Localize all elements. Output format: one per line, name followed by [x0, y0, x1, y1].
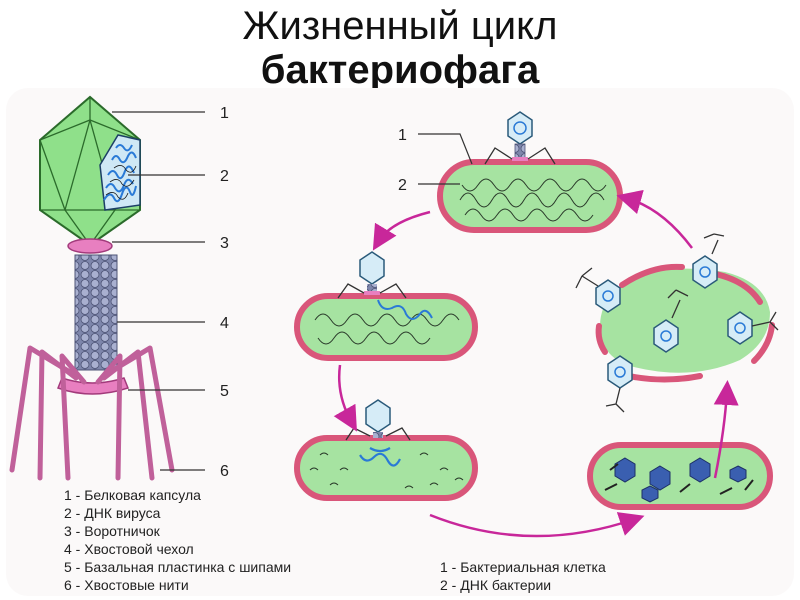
stage-injection	[294, 251, 478, 361]
legend-item: 1 - Бактериальная клетка	[440, 559, 606, 575]
viral-dna	[99, 134, 141, 211]
collar	[67, 238, 113, 254]
cycle-label: 2	[398, 177, 407, 194]
tail-sheath	[74, 254, 118, 371]
cycle-arrows	[333, 189, 739, 538]
phage-structure: 1 2 3 4 5 6	[9, 95, 229, 481]
page-subtitle: бактериофага	[260, 48, 540, 88]
cycle-label: 1	[398, 127, 407, 144]
phage-label-group: 1 2 3 4 5 6	[220, 105, 229, 480]
phage-label: 3	[220, 235, 229, 252]
phage-label: 2	[220, 168, 229, 185]
legend-item: 2 - ДНК вируса	[64, 505, 161, 521]
life-cycle: 1 2	[294, 111, 779, 538]
legend-item: 6 - Хвостовые нити	[64, 577, 189, 593]
legend-phage: 1 - Белковая капсула 2 - ДНК вируса 3 - …	[64, 487, 291, 593]
phage-label: 6	[220, 463, 229, 480]
phage-icon	[595, 255, 753, 389]
phage-label: 1	[220, 105, 229, 122]
legend-item: 3 - Воротничок	[64, 523, 161, 539]
phage-label: 5	[220, 383, 229, 400]
page-title: Жизненный цикл	[242, 4, 558, 48]
phage-label: 4	[220, 315, 229, 332]
phage-pointers	[112, 111, 205, 471]
phage-icon	[337, 251, 407, 299]
legend-item: 5 - Базальная пластинка с шипами	[64, 559, 291, 575]
legend-cycle: 1 - Бактериальная клетка 2 - ДНК бактери…	[440, 559, 606, 593]
stage-attachment: 1 2	[398, 111, 623, 233]
phage-icon	[484, 111, 556, 165]
phage-icon	[345, 399, 411, 441]
tail-fibers	[9, 345, 175, 481]
legend-item: 2 - ДНК бактерии	[440, 577, 551, 593]
stage-lysis	[575, 233, 779, 413]
legend-item: 4 - Хвостовой чехол	[64, 541, 194, 557]
stage-replication	[294, 399, 478, 501]
legend-item: 1 - Белковая капсула	[64, 487, 201, 503]
stage-assembly	[587, 442, 773, 510]
